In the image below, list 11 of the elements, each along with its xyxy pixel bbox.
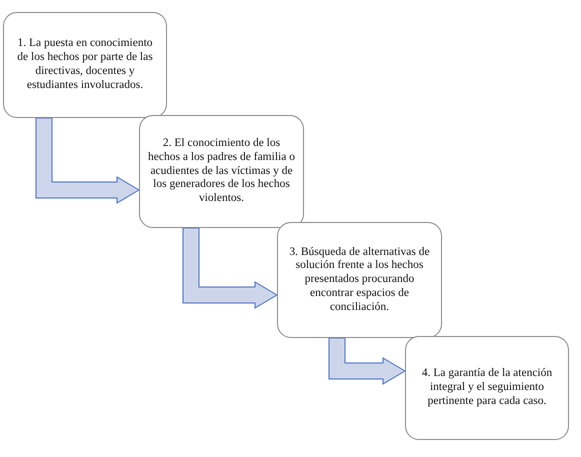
bent-arrow — [328, 338, 406, 385]
step-text: 2. El conocimiento de los hechos a los padres de familia o acudientes de las víctimas y de los generadores de los hechos violentos. — [148, 137, 295, 206]
step-text: 4. La garantía de la atención integral y el seguimiento pertinente para cada caso. — [420, 367, 554, 409]
step-text: 3. Búsqueda de alternativas de solución frente a los hechos presentados procurando encontrar espacios de conciliación. — [288, 246, 431, 314]
bent-arrow — [36, 118, 140, 204]
step-box — [405, 336, 569, 440]
step-text: 1. La puesta en conocimiento de los hechos por parte de las directivas, docentes y estudiantes involucrados. — [16, 37, 154, 93]
step-box — [139, 115, 304, 228]
bent-arrow — [182, 228, 278, 309]
step-box — [277, 222, 442, 338]
step-box — [3, 12, 167, 118]
